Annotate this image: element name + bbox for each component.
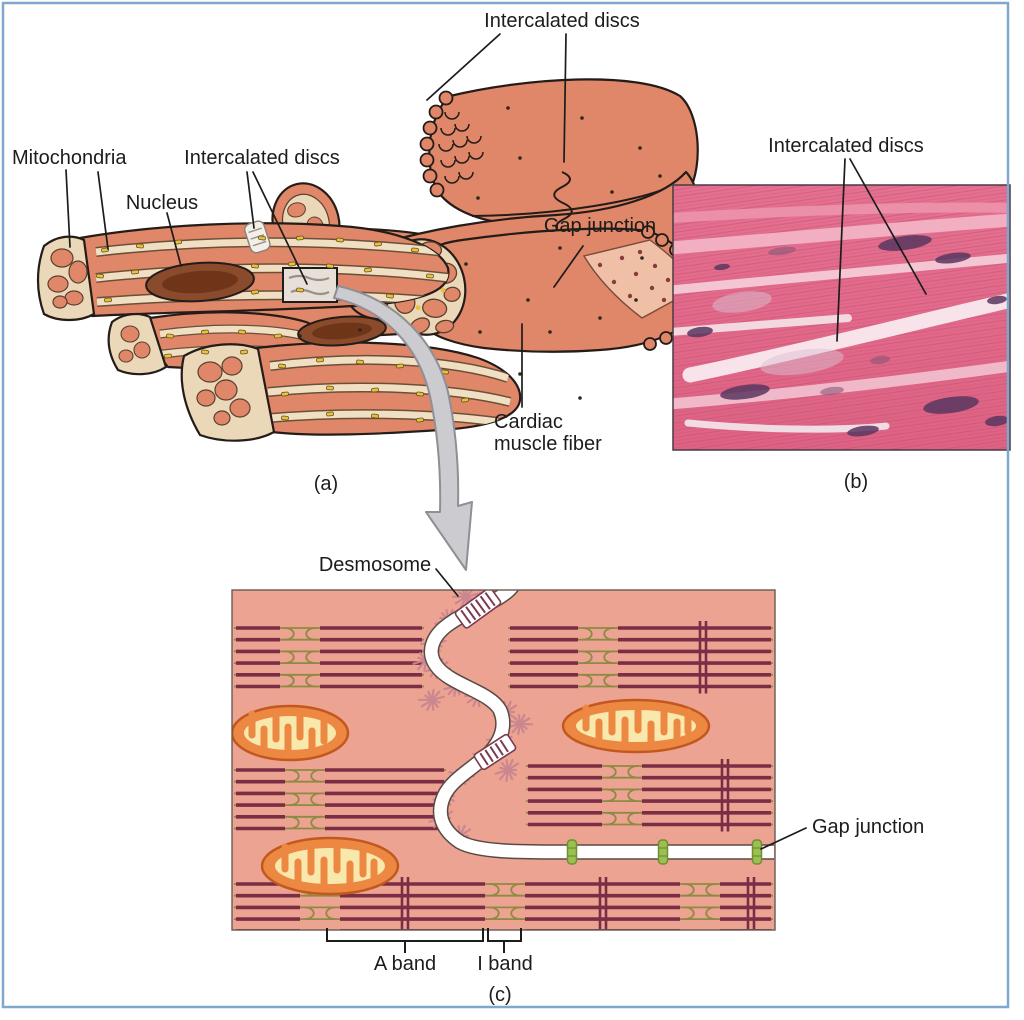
label-nucleus: Nucleus bbox=[126, 192, 198, 214]
desmosome-band bbox=[454, 590, 502, 629]
label-intercalated-discs-top: Intercalated discs bbox=[484, 10, 640, 32]
zoom-box bbox=[282, 267, 338, 303]
i-band-bracket bbox=[487, 928, 522, 953]
labels: Intercalated discs Mitochondria Intercal… bbox=[12, 10, 924, 1006]
label-panel-c: (c) bbox=[488, 984, 511, 1006]
micrograph-nuclei bbox=[687, 235, 1009, 437]
mitochondrion bbox=[260, 836, 400, 896]
scalloped-end bbox=[419, 90, 454, 198]
intercalated-disc-channel bbox=[423, 590, 774, 860]
zoom-arrow bbox=[333, 285, 473, 571]
label-intercalated-discs-b: Intercalated discs bbox=[768, 135, 924, 157]
label-cardiac-line1: Cardiac bbox=[494, 411, 563, 433]
panel-c-detail bbox=[231, 589, 776, 953]
muscle-fiber-left-3 bbox=[180, 341, 522, 442]
label-a-band: A band bbox=[374, 953, 436, 975]
cut-face-lobes bbox=[196, 356, 251, 426]
mitochondria-specks bbox=[96, 235, 469, 423]
label-gap-junction-a: Gap junction bbox=[544, 215, 656, 237]
leader-lines bbox=[65, 33, 927, 850]
cell-border bbox=[231, 589, 776, 931]
gap-junction-face bbox=[582, 239, 698, 319]
micrograph-border bbox=[672, 184, 1011, 451]
label-intercalated-discs-a: Intercalated discs bbox=[184, 147, 340, 169]
scallop-texture bbox=[438, 111, 484, 184]
nucleus bbox=[145, 261, 255, 303]
label-gap-junction-c: Gap junction bbox=[812, 816, 924, 838]
gap-junction-dots bbox=[597, 249, 671, 303]
myofibril-stripes bbox=[267, 354, 512, 427]
label-mitochondria: Mitochondria bbox=[12, 147, 127, 169]
label-desmosome: Desmosome bbox=[319, 554, 431, 576]
mitochondrion bbox=[561, 698, 711, 754]
a-band-bracket bbox=[326, 928, 484, 953]
desmosome-band bbox=[473, 733, 517, 771]
panel-b-micrograph bbox=[672, 184, 1011, 451]
label-cardiac-line2: muscle fiber bbox=[494, 433, 602, 455]
gap-junction-markers bbox=[566, 839, 763, 865]
nucleus bbox=[297, 315, 387, 347]
label-panel-b: (b) bbox=[844, 471, 868, 493]
mitochondrion bbox=[232, 704, 350, 762]
panel-a-illustration bbox=[36, 78, 713, 571]
label-i-band: I band bbox=[477, 953, 533, 975]
myofibril-bundles bbox=[234, 621, 773, 930]
label-panel-a: (a) bbox=[314, 473, 338, 495]
micrograph-image bbox=[673, 185, 1010, 450]
figure-frame bbox=[1, 1, 1010, 1009]
cut-face-lobes bbox=[47, 248, 88, 309]
